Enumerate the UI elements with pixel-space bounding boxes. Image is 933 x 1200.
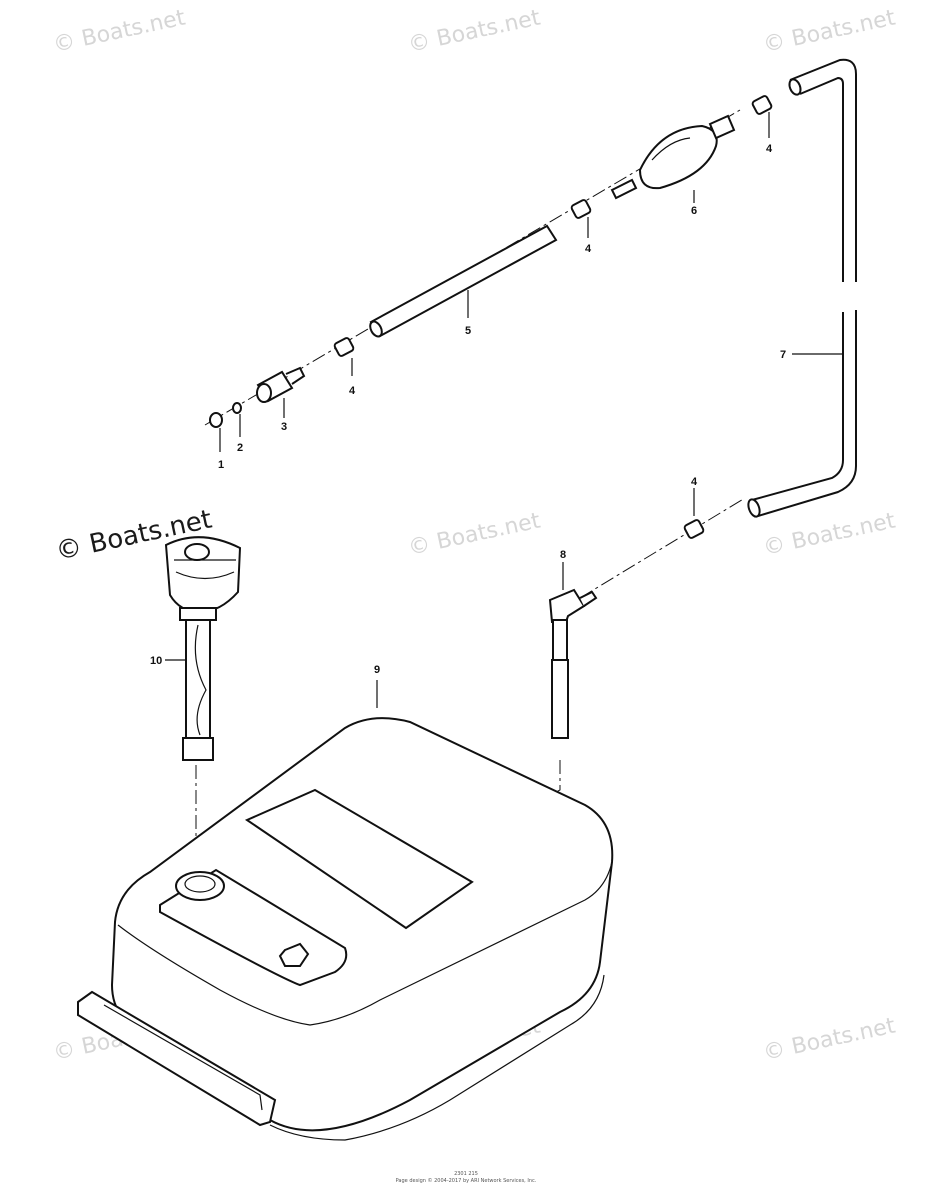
- watermark: © Boats.net: [761, 5, 898, 57]
- callout-10: 10: [150, 655, 162, 667]
- callout-4: 4: [766, 143, 773, 155]
- callout-4: 4: [691, 476, 698, 488]
- callout-8: 8: [560, 549, 566, 561]
- callout-3: 3: [281, 421, 287, 433]
- callout-1: 1: [218, 459, 224, 471]
- callout-9: 9: [374, 664, 380, 676]
- callout-7: 7: [780, 349, 786, 361]
- footer-code: 2301 215: [454, 1171, 478, 1177]
- watermark: © Boats.net: [761, 1013, 898, 1065]
- hose-clamp-part: [333, 337, 355, 357]
- fuel-hose-part: [369, 224, 558, 338]
- fuel-tank-part: [77, 717, 614, 1141]
- callout-labels: 1 2 3 4 4 4 4 5 6 7 8 9 10: [150, 143, 786, 676]
- hose-clamp-part: [570, 199, 592, 219]
- pickup-elbow-part: [548, 588, 598, 739]
- watermark: © Boats.net: [761, 508, 898, 560]
- hose-clamp-part: [751, 95, 773, 115]
- callout-5: 5: [465, 325, 471, 337]
- callout-4: 4: [349, 385, 356, 397]
- callout-6: 6: [691, 205, 697, 217]
- primer-bulb-part: [610, 114, 736, 200]
- callout-4: 4: [585, 243, 592, 255]
- watermark: © Boats.net: [406, 5, 543, 57]
- bent-hose-part: [747, 58, 857, 518]
- connector-part: [256, 366, 306, 403]
- fuel-gauge-part: [164, 536, 242, 761]
- callout-2: 2: [237, 442, 243, 454]
- o-ring-part: [209, 412, 223, 428]
- callout-leaders: [165, 112, 843, 708]
- washer-part: [232, 402, 242, 414]
- footer-copyright: Page design © 2004-2017 by ARI Network S…: [396, 1177, 537, 1184]
- watermark: © Boats.net: [406, 508, 543, 560]
- watermark: © Boats.net: [51, 5, 188, 57]
- hose-clamp-part: [683, 519, 705, 539]
